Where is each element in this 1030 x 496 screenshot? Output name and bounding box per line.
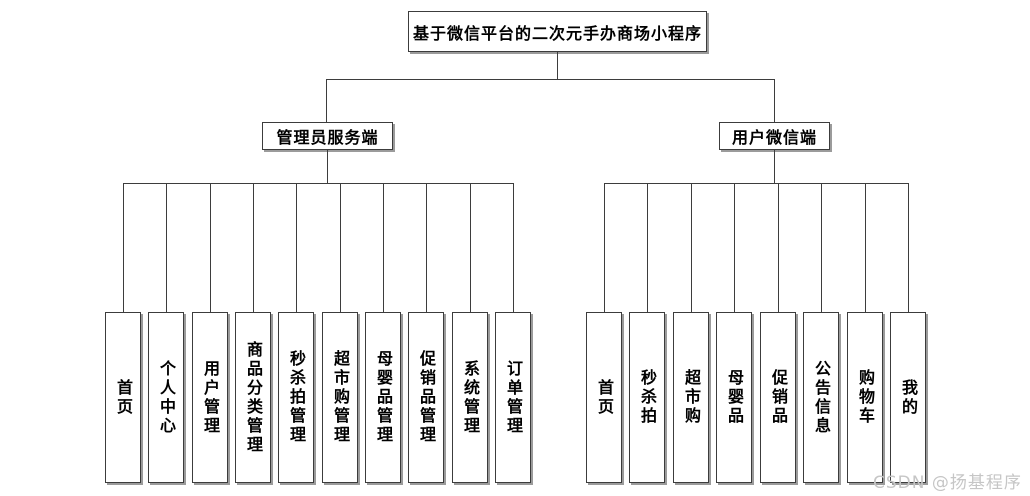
- root-node-label: 基于微信平台的二次元手办商场小程序: [412, 23, 702, 43]
- leaf-label: 商品分类管理: [244, 340, 263, 455]
- leaf-label: 母婴品: [725, 369, 744, 426]
- leaf-label: 系统管理: [461, 359, 480, 436]
- connector-leaf-drop: [383, 183, 384, 312]
- connector-leaf-drop: [604, 183, 605, 312]
- connector-leaf-drop: [908, 183, 909, 312]
- leaf-label: 购物车: [856, 369, 875, 426]
- connector-leaf-drop: [865, 183, 866, 312]
- connector-leaf-drop: [647, 183, 648, 312]
- connector-leaf-drop: [513, 183, 514, 312]
- connector-leaf-drop: [691, 183, 692, 312]
- leaf-node-user-flashsale: 秒杀拍: [629, 312, 665, 483]
- root-node: 基于微信平台的二次元手办商场小程序: [408, 11, 707, 52]
- connector-admin-stem: [327, 150, 328, 183]
- leaf-label: 促销品: [769, 369, 788, 426]
- connector-leaf-drop: [166, 183, 167, 312]
- leaf-label: 我的: [899, 378, 918, 417]
- connector-admin-leaf-bus: [123, 183, 514, 184]
- connector-root-drop: [557, 52, 558, 79]
- leaf-node-admin-category-mgmt: 商品分类管理: [235, 312, 271, 483]
- leaf-node-user-mine: 我的: [890, 312, 926, 483]
- leaf-node-admin-home: 首页: [105, 312, 141, 483]
- leaf-node-admin-order-mgmt: 订单管理: [495, 312, 531, 483]
- leaf-node-user-promotion: 促销品: [760, 312, 796, 483]
- branch-node-admin: 管理员服务端: [262, 122, 393, 150]
- leaf-label: 用户管理: [201, 359, 220, 436]
- leaf-node-user-supermarket: 超市购: [673, 312, 709, 483]
- leaf-label: 个人中心: [157, 359, 176, 436]
- branch-node-admin-label: 管理员服务端: [276, 128, 379, 147]
- connector-leaf-drop: [734, 183, 735, 312]
- connector-leaf-drop: [340, 183, 341, 312]
- csdn-watermark: CSDN @扬基程序: [873, 473, 1022, 493]
- leaf-label: 超市购管理: [331, 350, 350, 445]
- leaf-label: 首页: [114, 378, 133, 417]
- leaf-label: 秒杀拍: [638, 369, 657, 426]
- leaf-label: 秒杀拍管理: [287, 350, 306, 445]
- leaf-label: 促销品管理: [417, 350, 436, 445]
- branch-node-user: 用户微信端: [719, 122, 830, 150]
- leaf-node-user-announcement: 公告信息: [803, 312, 839, 483]
- connector-leaf-drop: [123, 183, 124, 312]
- connector-leaf-drop: [470, 183, 471, 312]
- branch-node-user-label: 用户微信端: [731, 128, 817, 147]
- leaf-label: 母婴品管理: [374, 350, 393, 445]
- leaf-node-admin-system-mgmt: 系统管理: [452, 312, 488, 483]
- leaf-node-user-home: 首页: [586, 312, 622, 483]
- leaf-label: 订单管理: [504, 359, 523, 436]
- connector-leaf-drop: [778, 183, 779, 312]
- connector-leaf-drop: [253, 183, 254, 312]
- leaf-label: 公告信息: [812, 359, 831, 436]
- leaf-label: 首页: [595, 378, 614, 417]
- connector-branch-bus: [326, 79, 775, 80]
- leaf-node-user-cart: 购物车: [847, 312, 883, 483]
- connector-leaf-drop: [426, 183, 427, 312]
- connector-user-leaf-bus: [604, 183, 909, 184]
- leaf-node-admin-user-mgmt: 用户管理: [192, 312, 228, 483]
- connector-leaf-drop: [210, 183, 211, 312]
- leaf-node-admin-personal-center: 个人中心: [148, 312, 184, 483]
- leaf-node-admin-flashsale-mgmt: 秒杀拍管理: [278, 312, 314, 483]
- connector-admin-drop: [326, 79, 327, 122]
- leaf-node-admin-supermarket-mgmt: 超市购管理: [322, 312, 358, 483]
- leaf-node-user-babyproduct: 母婴品: [716, 312, 752, 483]
- leaf-node-admin-promotion-mgmt: 促销品管理: [408, 312, 444, 483]
- connector-user-drop: [774, 79, 775, 122]
- leaf-label: 超市购: [682, 369, 701, 426]
- connector-leaf-drop: [821, 183, 822, 312]
- connector-leaf-drop: [296, 183, 297, 312]
- connector-user-stem: [774, 150, 775, 183]
- leaf-node-admin-babyproduct-mgmt: 母婴品管理: [365, 312, 401, 483]
